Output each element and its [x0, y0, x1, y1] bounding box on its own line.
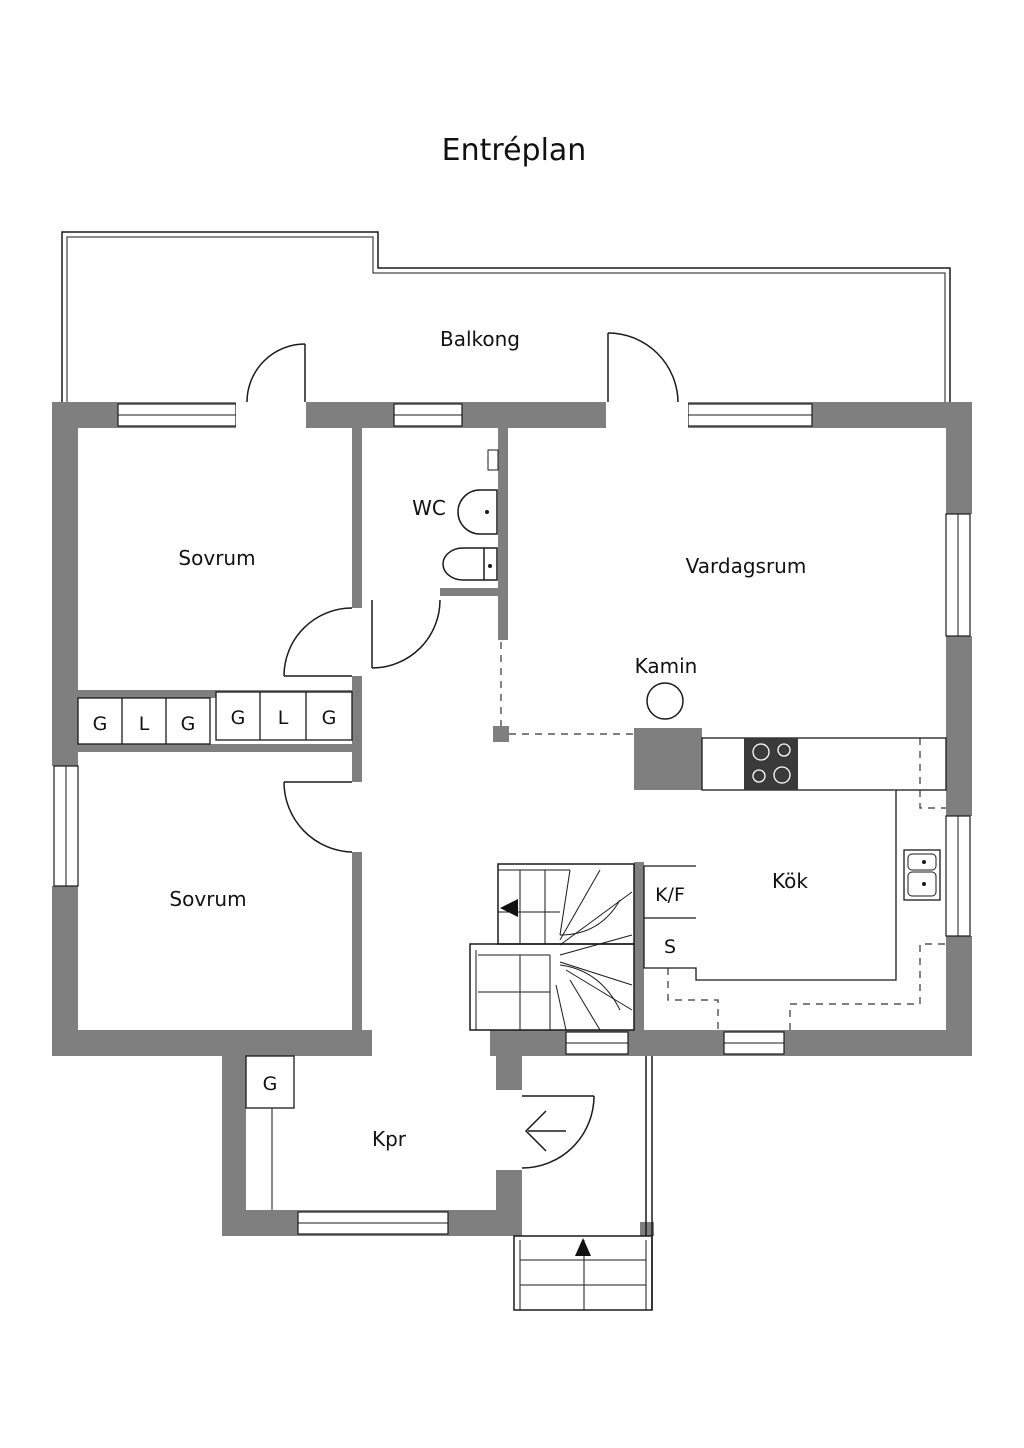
balcony-railing: [61, 231, 951, 402]
room-label-vardagsrum: Vardagsrum: [686, 554, 807, 578]
fireplace-icon: [646, 682, 684, 720]
doors: [236, 332, 688, 1169]
room-label-kok: Kök: [772, 869, 808, 893]
kitchen-s-label: S: [664, 936, 676, 958]
plan-title: Entréplan: [442, 133, 587, 168]
closet-label: L: [139, 713, 150, 735]
room-label-sovrum-bottom: Sovrum: [169, 887, 246, 911]
room-label-balkong: Balkong: [440, 327, 520, 351]
entrance-steps: [513, 1056, 653, 1311]
closet-label: G: [322, 707, 337, 729]
closet-label: G: [231, 707, 246, 729]
windows: [53, 403, 971, 1235]
kitchen-kf-label: K/F: [655, 884, 685, 906]
room-label-kpr: Kpr: [372, 1127, 407, 1151]
closet-label: G: [263, 1073, 278, 1095]
tap-icon: [487, 449, 499, 471]
sink-icon: [903, 849, 941, 901]
closet-label: G: [93, 713, 108, 735]
closet-label: L: [278, 707, 289, 729]
closet-right-group: G L G: [215, 691, 353, 741]
toilet-icon: [442, 547, 498, 581]
kitchen-fixtures: K/F S: [643, 737, 947, 1030]
room-label-wc: WC: [412, 496, 446, 520]
arrow-left-icon: [524, 1110, 566, 1152]
closet-kpr: G: [245, 1055, 295, 1210]
stairs-down-arrow-icon: [500, 899, 518, 917]
arrow-up-icon: [575, 1238, 591, 1256]
staircase: [469, 863, 635, 1031]
wc-fixtures: [442, 449, 499, 581]
room-label-kamin: Kamin: [635, 654, 698, 678]
stove-icon: [744, 738, 798, 790]
room-label-sovrum-top: Sovrum: [178, 546, 255, 570]
closet-left-group: G L G: [77, 697, 211, 745]
closet-label: G: [181, 713, 196, 735]
washbasin-icon: [457, 489, 498, 535]
